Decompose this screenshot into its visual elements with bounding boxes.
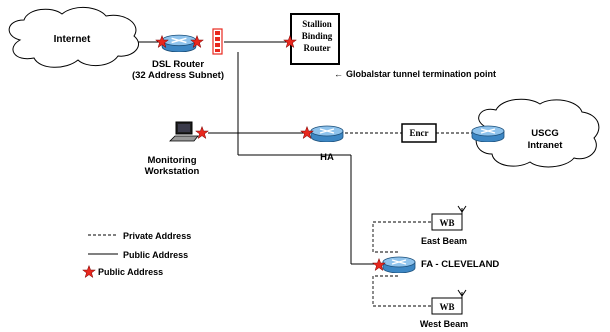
link-fa-west — [372, 275, 432, 307]
legend-star-icon — [82, 265, 96, 278]
tunnel-arrow-icon: ← — [334, 69, 343, 79]
uscg-label-2: Intranet — [528, 140, 564, 151]
legend-public-star-label: Public Address — [98, 267, 163, 277]
monitoring-label-2: Workstation — [145, 166, 200, 177]
legend-private-label: Private Address — [123, 231, 191, 241]
stallion-binding-router: Stallion Binding Router — [283, 13, 340, 65]
legend-public-line-label: Public Address — [123, 250, 188, 260]
stallion-label-2: Binding — [302, 31, 333, 41]
tunnel-note: ← Globalstar tunnel termination point — [334, 69, 496, 79]
laptop-icon — [169, 121, 199, 142]
encryptor: Encr — [401, 123, 437, 143]
tunnel-note-label: Globalstar tunnel termination point — [346, 69, 496, 79]
private-links — [340, 132, 472, 307]
monitoring-label-1: Monitoring — [147, 155, 196, 166]
wb-west-label: WB — [439, 302, 454, 312]
uscg-cloud: USCG Intranet — [471, 98, 600, 168]
stallion-label-1: Stallion — [302, 19, 332, 29]
monitoring-workstation: Monitoring Workstation — [145, 121, 209, 177]
uscg-label-1: USCG — [531, 128, 558, 139]
fa-router-icon — [382, 256, 416, 273]
stallion-label-3: Router — [304, 43, 331, 53]
internet-cloud: Internet — [8, 7, 140, 68]
encr-label: Encr — [410, 128, 429, 138]
ha-router-icon — [310, 125, 344, 142]
public-links — [138, 41, 380, 265]
ha-label: HA — [320, 152, 334, 163]
east-beam-label: East Beam — [421, 236, 467, 246]
uscg-router-icon — [471, 125, 505, 142]
dsl-router-label: DSL Router — [152, 59, 204, 70]
west-beam: WB West Beam — [420, 289, 468, 329]
wb-east-label: WB — [439, 218, 454, 228]
firewall-icon — [212, 28, 223, 55]
legend: Private Address Public Address Public Ad… — [82, 231, 191, 278]
dsl-router-icon — [161, 34, 197, 52]
dsl-router: DSL Router (32 Address Subnet) — [132, 34, 224, 81]
fa-label: FA - CLEVELAND — [421, 259, 499, 270]
dsl-router-subnet-label: (32 Address Subnet) — [132, 70, 224, 81]
west-beam-label: West Beam — [420, 319, 468, 329]
link-fa-east — [372, 221, 432, 253]
fa-router: FA - CLEVELAND — [372, 256, 499, 273]
east-beam: WB East Beam — [421, 205, 467, 246]
ha-router: HA — [300, 125, 344, 163]
internet-label: Internet — [54, 34, 91, 45]
